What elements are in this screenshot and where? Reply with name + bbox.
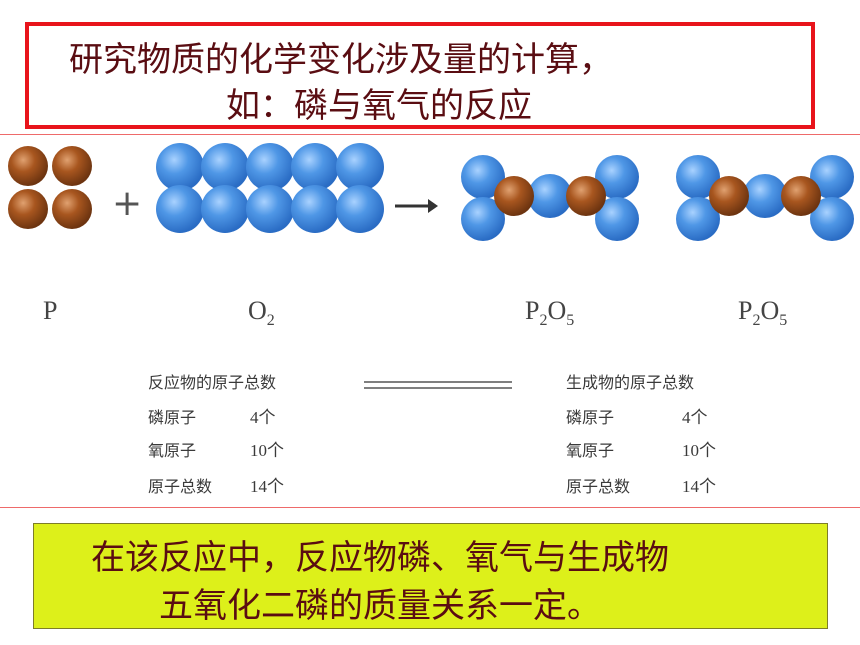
o-atom xyxy=(246,143,294,191)
p-atom xyxy=(566,176,606,216)
o-atom xyxy=(810,197,854,241)
o-atom xyxy=(810,155,854,199)
p-atom xyxy=(8,146,48,186)
p-atom xyxy=(781,176,821,216)
product-atom-table: 生成物的原子总数 磷原子 4个 氧原子 10个 原子总数 14个 xyxy=(566,373,716,496)
plus-sign: + xyxy=(112,183,142,224)
o-atom xyxy=(291,185,339,233)
o-atom xyxy=(595,155,639,199)
p-atom xyxy=(8,189,48,229)
reactant-row-label: 原子总数 xyxy=(148,477,212,496)
o-atom xyxy=(291,143,339,191)
product-row-label: 磷原子 xyxy=(566,408,614,427)
p2o5-molecule xyxy=(676,155,854,241)
reactant-row-value: 10个 xyxy=(250,441,284,460)
o-atom xyxy=(246,185,294,233)
reactant-atom-table: 反应物的原子总数 磷原子 4个 氧原子 10个 原子总数 14个 xyxy=(148,373,284,496)
p-atom xyxy=(52,189,92,229)
o-atom xyxy=(201,143,249,191)
o-atom xyxy=(156,143,204,191)
oxygen-molecules xyxy=(156,143,384,233)
title-line-2: 如：磷与氧气的反应 xyxy=(226,86,532,126)
label-p: P xyxy=(43,296,57,325)
arrow-icon xyxy=(395,199,438,213)
product-table-header: 生成物的原子总数 xyxy=(566,373,694,392)
p-atom xyxy=(709,176,749,216)
label-o2: O2 xyxy=(248,296,275,329)
product-row-label: 原子总数 xyxy=(566,477,630,496)
o-atom xyxy=(595,197,639,241)
o-atom xyxy=(743,174,787,218)
p-atom xyxy=(52,146,92,186)
product-row-label: 氧原子 xyxy=(566,441,614,460)
top-divider xyxy=(0,134,860,135)
product-row-value: 10个 xyxy=(682,441,716,460)
o-atom xyxy=(336,143,384,191)
p-atom xyxy=(494,176,534,216)
o-atom xyxy=(201,185,249,233)
reactant-row-label: 氧原子 xyxy=(148,441,196,460)
phosphorus-atoms xyxy=(8,146,92,229)
o-atom xyxy=(156,185,204,233)
reactant-row-label: 磷原子 xyxy=(148,408,196,427)
conclusion-box: 在该反应中，反应物磷、氧气与生成物 五氧化二磷的质量关系一定。 xyxy=(33,523,828,629)
equals-sign xyxy=(364,381,512,389)
product-row-value: 14个 xyxy=(682,477,716,496)
o-atom xyxy=(676,197,720,241)
o-atom xyxy=(461,155,505,199)
conclusion-line-2: 五氧化二磷的质量关系一定。 xyxy=(159,586,601,626)
label-p2o5: P2O5 xyxy=(525,296,574,329)
reactant-table-header: 反应物的原子总数 xyxy=(148,373,276,392)
label-p2o5: P2O5 xyxy=(738,296,787,329)
title-box: 研究物质的化学变化涉及量的计算， 如：磷与氧气的反应 xyxy=(25,22,815,129)
bottom-divider xyxy=(0,507,860,508)
o-atom xyxy=(336,185,384,233)
o-atom xyxy=(676,155,720,199)
conclusion-line-1: 在该反应中，反应物磷、氧气与生成物 xyxy=(91,538,669,578)
title-line-1: 研究物质的化学变化涉及量的计算， xyxy=(69,40,613,80)
reaction-diagram: + P O2 P2O5 P2O xyxy=(8,143,854,496)
product-row-value: 4个 xyxy=(682,408,708,427)
o-atom xyxy=(461,197,505,241)
reactant-row-value: 14个 xyxy=(250,477,284,496)
reactant-row-value: 4个 xyxy=(250,408,276,427)
p2o5-molecule xyxy=(461,155,639,241)
o-atom xyxy=(528,174,572,218)
